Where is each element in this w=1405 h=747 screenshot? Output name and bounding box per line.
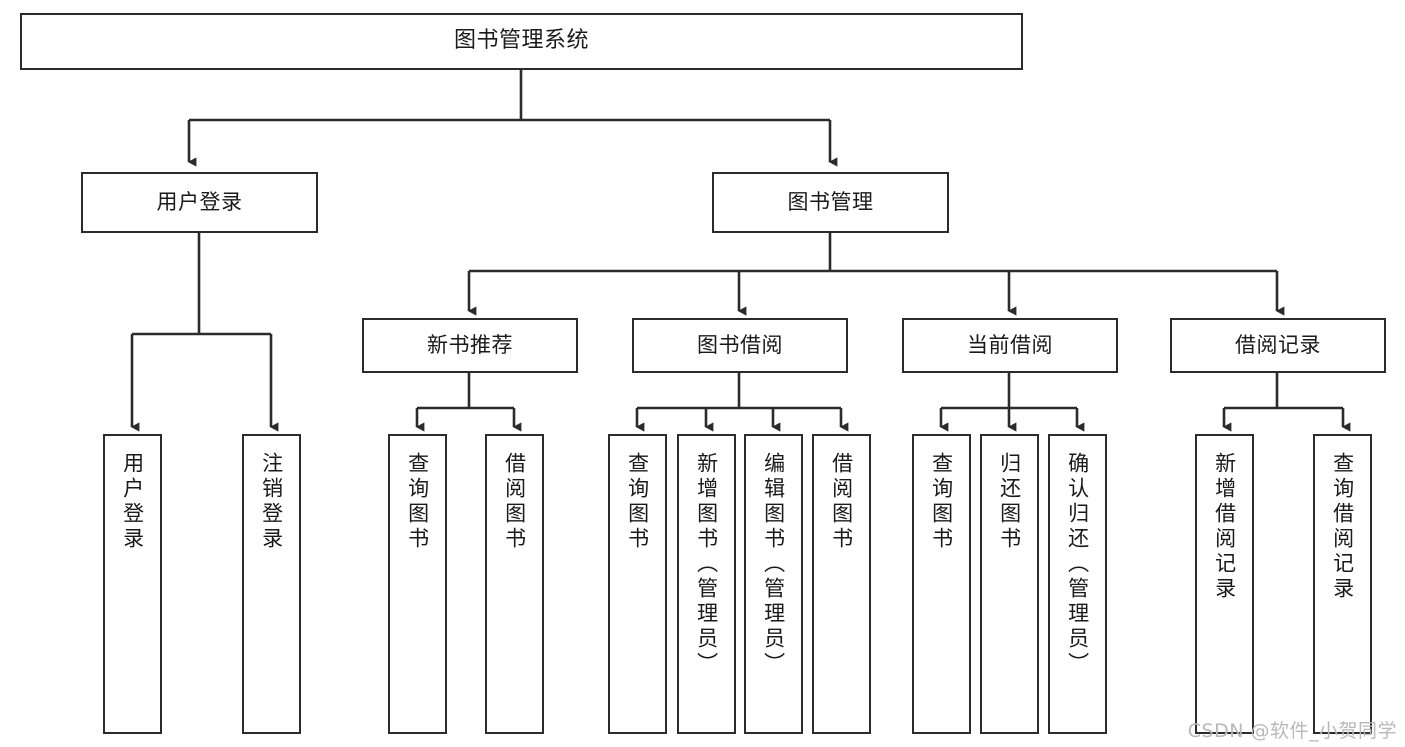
leaf-edit-book[interactable]: 编辑图书（管理员） (744, 434, 803, 734)
node-label: 确认归还（管理员） (1065, 452, 1090, 677)
leaf-confirm-return[interactable]: 确认归还（管理员） (1048, 434, 1107, 734)
node-label: 新增借阅记录 (1212, 452, 1237, 602)
node-label: 图书管理系统 (453, 28, 589, 54)
node-label: 用户登录 (156, 189, 243, 214)
leaf-logout-login[interactable]: 注销登录 (242, 434, 301, 734)
node-label: 图书借阅 (697, 332, 783, 357)
node-label: 编辑图书（管理员） (761, 452, 786, 677)
node-current-borrow[interactable]: 当前借阅 (902, 318, 1118, 373)
leaf-borrow-book-recommend[interactable]: 借阅图书 (485, 434, 544, 734)
node-label: 新书推荐 (427, 332, 513, 357)
node-label: 新增图书（管理员） (694, 452, 719, 677)
leaf-add-borrow-record[interactable]: 新增借阅记录 (1195, 434, 1254, 734)
leaf-user-login[interactable]: 用户登录 (103, 434, 162, 734)
node-new-book-recommend[interactable]: 新书推荐 (362, 318, 578, 373)
leaf-borrow-book[interactable]: 借阅图书 (812, 434, 871, 734)
node-label: 查询图书 (625, 452, 650, 552)
node-label: 借阅记录 (1235, 332, 1321, 357)
node-label: 用户登录 (120, 452, 145, 552)
leaf-query-book-borrow[interactable]: 查询图书 (608, 434, 667, 734)
leaf-query-borrow-record[interactable]: 查询借阅记录 (1313, 434, 1372, 734)
node-label: 归还图书 (997, 452, 1022, 552)
node-root-system[interactable]: 图书管理系统 (20, 13, 1023, 70)
node-label: 查询图书 (929, 452, 954, 552)
node-book-management[interactable]: 图书管理 (712, 172, 949, 233)
csdn-watermark: CSDN @软件_小贺同学 (1187, 720, 1397, 742)
node-label: 查询借阅记录 (1330, 452, 1355, 602)
node-borrow-record[interactable]: 借阅记录 (1170, 318, 1386, 373)
node-label: 图书管理 (787, 189, 874, 214)
leaf-add-book[interactable]: 新增图书（管理员） (677, 434, 736, 734)
leaf-return-book[interactable]: 归还图书 (980, 434, 1039, 734)
leaf-query-book-recommend[interactable]: 查询图书 (388, 434, 447, 734)
node-user-login[interactable]: 用户登录 (81, 172, 318, 233)
node-label: 查询图书 (405, 452, 430, 552)
leaf-query-book-current[interactable]: 查询图书 (912, 434, 971, 734)
node-book-borrow[interactable]: 图书借阅 (632, 318, 848, 373)
node-label: 借阅图书 (502, 452, 527, 552)
node-label: 注销登录 (259, 452, 284, 552)
node-label: 当前借阅 (967, 332, 1053, 357)
node-label: 借阅图书 (829, 452, 854, 552)
